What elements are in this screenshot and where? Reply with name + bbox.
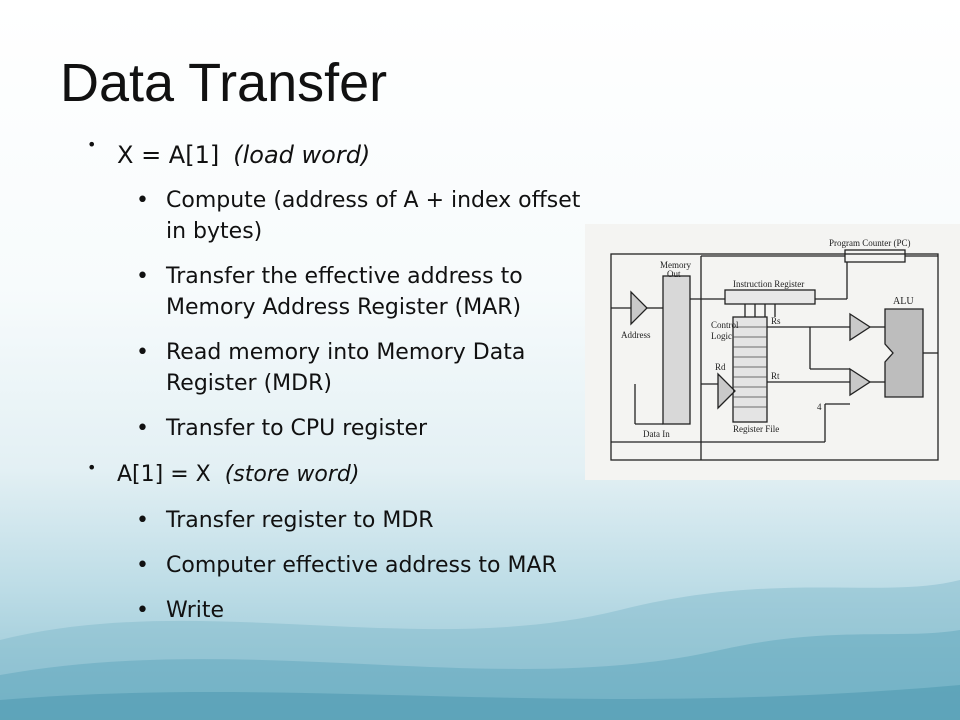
- label-rd: Rd: [715, 362, 726, 372]
- load-step: Transfer the effective address to Memory…: [117, 261, 605, 323]
- bullet-load: X = A[1] (load word) Compute (address of …: [85, 135, 605, 444]
- load-note: (load word): [233, 141, 371, 169]
- label-instruction-register: Instruction Register: [733, 279, 804, 289]
- datapath-diagram: Program Counter (PC) Memory Out Instruct…: [585, 224, 960, 480]
- label-program-counter: Program Counter (PC): [829, 238, 911, 248]
- store-note: (store word): [224, 462, 360, 487]
- label-control: Control: [711, 320, 739, 330]
- bullet-list: X = A[1] (load word) Compute (address of …: [85, 135, 605, 640]
- label-rs: Rs: [771, 316, 781, 326]
- label-four: 4: [817, 402, 822, 412]
- datapath-svg: Program Counter (PC) Memory Out Instruct…: [610, 238, 939, 461]
- load-steps: Compute (address of A + index offset in …: [117, 185, 605, 444]
- label-out: Out: [667, 269, 681, 279]
- slide-title: Data Transfer: [60, 53, 388, 113]
- load-step: Transfer to CPU register: [117, 413, 605, 444]
- label-alu: ALU: [893, 296, 914, 307]
- store-step: Write: [117, 595, 605, 626]
- store-step: Computer effective address to MAR: [117, 550, 605, 581]
- label-address: Address: [621, 330, 651, 340]
- label-register-file: Register File: [733, 424, 779, 434]
- store-expression: A[1] = X: [117, 462, 211, 487]
- load-step: Read memory into Memory Data Register (M…: [117, 337, 605, 399]
- load-step: Compute (address of A + index offset in …: [117, 185, 605, 247]
- bullet-store-heading: A[1] = X (store word): [117, 458, 605, 492]
- store-steps: Transfer register to MDR Computer effect…: [117, 505, 605, 626]
- label-data-in: Data In: [643, 429, 670, 439]
- background-wave: [0, 580, 960, 720]
- label-logic: Logic: [711, 331, 732, 341]
- store-step: Transfer register to MDR: [117, 505, 605, 536]
- label-rt: Rt: [771, 371, 780, 381]
- bullet-store: A[1] = X (store word) Transfer register t…: [85, 458, 605, 626]
- bullet-load-heading: X = A[1] (load word): [117, 135, 605, 175]
- load-expression: X = A[1]: [117, 141, 220, 169]
- label-memory: Memory: [660, 260, 691, 270]
